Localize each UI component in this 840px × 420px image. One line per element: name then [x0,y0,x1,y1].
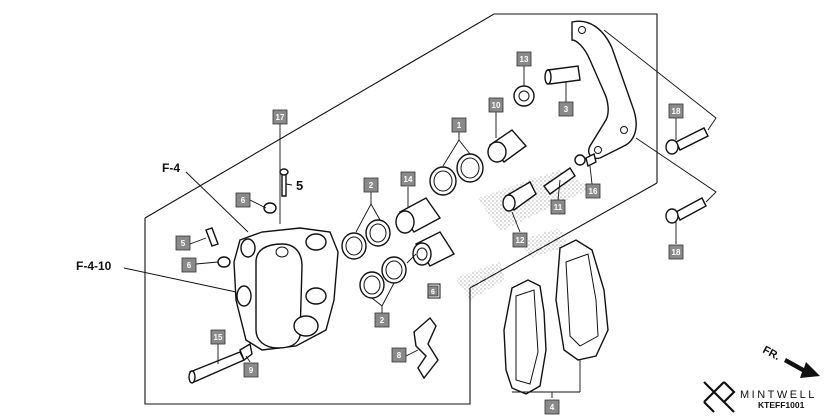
piston-seals-upper [429,153,484,196]
callout-13: 13 [516,51,532,67]
svg-text:18: 18 [672,107,681,116]
callout-2-upper: 2 [363,177,379,193]
callout-14: 14 [400,171,416,187]
svg-text:6: 6 [187,261,192,270]
callout-6-upper: 6 [235,192,251,208]
mounting-bolts [665,127,709,224]
pad-pin [188,342,253,384]
callout-6-piston: 6 [427,285,439,297]
callout-12: 12 [512,232,528,248]
sleeve [487,129,528,163]
callout-18-lower: 18 [668,244,684,260]
reference-f4: F-4 [162,161,180,175]
front-label: FR. [761,344,782,363]
svg-text:6: 6 [241,196,246,205]
callout-4: 4 [544,399,560,415]
callout-6-lower: 6 [181,257,197,273]
svg-text:10: 10 [492,101,501,110]
pad-spring [413,316,439,380]
svg-text:8: 8 [397,351,402,360]
callout-10: 10 [488,97,504,113]
callout-1: 1 [451,117,467,133]
svg-text:15: 15 [214,333,223,342]
brand-logo: MINTWELL [703,381,817,413]
callout-15: 15 [210,329,226,345]
callout-5: 5 [175,235,191,251]
callout-9: 9 [243,362,259,378]
callout-8: 8 [391,347,407,363]
callout-2-lower: 2 [374,312,390,328]
svg-text:2: 2 [369,181,374,190]
brand-name: MINTWELL [740,389,817,401]
caliper-body [233,227,339,351]
diagram-code: KTEFF1001 [758,400,805,410]
front-direction-indicator: FR. [761,344,820,378]
svg-text:18: 18 [672,248,681,257]
svg-text:17: 17 [276,113,285,122]
plain-label-5: 5 [296,178,303,193]
svg-text:1: 1 [457,121,462,130]
svg-text:5: 5 [181,239,186,248]
reference-f4-10: F-4-10 [76,259,112,273]
brand-mark-icon [703,381,736,413]
callout-3: 3 [558,101,574,117]
svg-text:2: 2 [380,316,385,325]
callout-17: 17 [272,109,288,125]
svg-text:9: 9 [249,366,254,375]
callout-11: 11 [550,199,566,215]
svg-text:3: 3 [564,105,569,114]
pistons [395,197,456,299]
stipple-areas [455,170,592,300]
brake-pads [503,239,609,395]
caliper-fittings [205,168,289,268]
svg-text:12: 12 [516,236,525,245]
front-arrow-icon [784,358,820,378]
svg-text:14: 14 [404,175,413,184]
svg-text:16: 16 [589,187,598,196]
leader-lines [123,29,717,398]
pin-boot [513,85,535,107]
svg-text:11: 11 [554,203,563,212]
callout-18-upper: 18 [668,103,684,119]
caliper-bracket [544,20,637,160]
svg-text:4: 4 [550,403,555,412]
svg-text:13: 13 [520,55,529,64]
callout-16: 16 [585,183,601,199]
piston-seals-lower [341,219,407,299]
svg-text:6: 6 [431,289,435,296]
